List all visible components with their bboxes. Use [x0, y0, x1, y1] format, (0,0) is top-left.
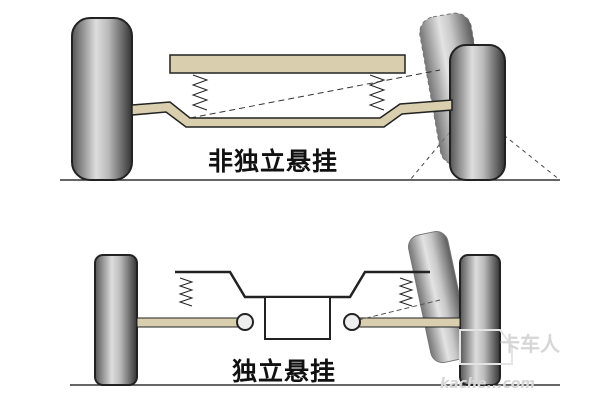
watermark-brand: 卡车人	[500, 332, 560, 356]
independent-suspension	[70, 231, 560, 386]
non-independent-suspension-label: 非独立悬挂	[208, 147, 339, 176]
tilted-wheel-ghost	[408, 231, 471, 364]
left-arm	[136, 317, 248, 328]
watermark-truck-logo	[459, 329, 513, 365]
frame	[175, 270, 430, 299]
rigid-axle	[131, 99, 453, 128]
coil-springs	[178, 277, 414, 307]
right-wheel	[459, 254, 501, 386]
independent-suspension-label: 独立悬挂	[232, 357, 337, 386]
right-arm	[349, 317, 461, 328]
watermark-site: kache...com	[440, 376, 535, 392]
right-wheel	[449, 44, 506, 181]
left-wheel	[94, 254, 138, 386]
right-pivot	[343, 313, 361, 331]
leaf-springs	[191, 74, 386, 111]
left-pivot	[236, 313, 254, 331]
tilted-axle-ghost	[189, 69, 441, 119]
non-independent-suspension	[60, 12, 561, 181]
frame	[169, 54, 406, 74]
left-wheel	[71, 17, 133, 181]
differential	[264, 296, 331, 340]
